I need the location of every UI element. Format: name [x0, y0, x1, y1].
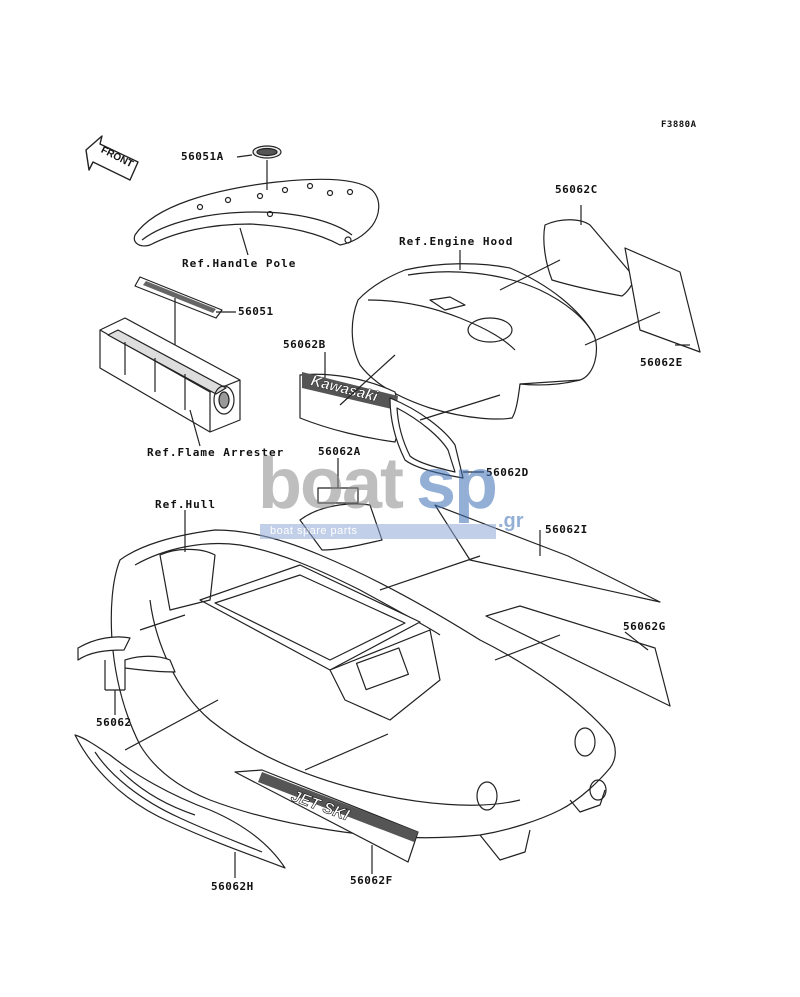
label-56062C: 56062C [555, 183, 598, 196]
ref-hull: Ref.Hull [155, 498, 216, 511]
watermark-tagline: boat spare parts [270, 525, 358, 537]
decal-56062D [389, 397, 464, 479]
label-56062D: 56062D [486, 466, 529, 479]
label-56051: 56051 [238, 305, 274, 318]
watermark-tagline-bar [260, 524, 496, 539]
leader-56062H-hull [124, 699, 219, 751]
watermark-brand-part2: sp [416, 444, 498, 524]
leader-56062F-hull [304, 733, 389, 771]
watermark-brand-part1: boat [258, 444, 404, 524]
label-56062H: 56062H [211, 880, 254, 893]
ref-engine-hood: Ref.Engine Hood [399, 235, 514, 248]
leader-56062G [624, 631, 649, 651]
label-56062E: 56062E [640, 356, 683, 369]
leader-56062E [584, 311, 661, 346]
decal-56062H [74, 734, 286, 869]
label-56062F: 56062F [350, 874, 393, 887]
decal-56062E [624, 247, 701, 353]
leader-56062B-hood [339, 354, 396, 406]
label-56062G: 56062G [623, 620, 666, 633]
leader-56062-hull [139, 614, 186, 631]
leader-56051A [236, 154, 253, 158]
label-56062I: 56062I [545, 523, 588, 536]
label-56062A: 56062A [318, 445, 361, 458]
label-56062B: 56062B [283, 338, 326, 351]
decal-56062G [485, 605, 671, 707]
front-arrow-icon: FRONT [85, 135, 139, 181]
label-56051A: 56051A [181, 150, 224, 163]
decal-56062-pair [77, 636, 176, 673]
leader-56062C-hood [499, 259, 561, 291]
decal-56062C [543, 219, 636, 297]
ref-handle-pole: Ref.Handle Pole [182, 257, 297, 270]
leader-56062I-hull [379, 555, 481, 591]
engine-hood [351, 263, 598, 420]
leader-flame-arrester [189, 409, 201, 447]
hull [110, 529, 616, 861]
decal-56062F-jetski [234, 769, 419, 863]
decal-56062B-kawasaki [299, 372, 400, 443]
watermark-suffix: .gr [498, 510, 524, 532]
handle-pole [133, 178, 380, 247]
decal-strip-56051 [134, 276, 223, 319]
ref-flame-arrester: Ref.Flame Arrester [147, 446, 285, 459]
flame-arrester [99, 317, 241, 433]
label-56062: 56062 [96, 716, 132, 729]
watermark: boat sp .gr boat spare parts [258, 448, 548, 548]
leader-handle-pole [239, 227, 249, 256]
leader-56062D-hood [419, 394, 501, 421]
emblem-56051A [252, 145, 282, 159]
leader-56062G-hull [494, 634, 561, 661]
figure-code: F3880A [661, 120, 697, 130]
